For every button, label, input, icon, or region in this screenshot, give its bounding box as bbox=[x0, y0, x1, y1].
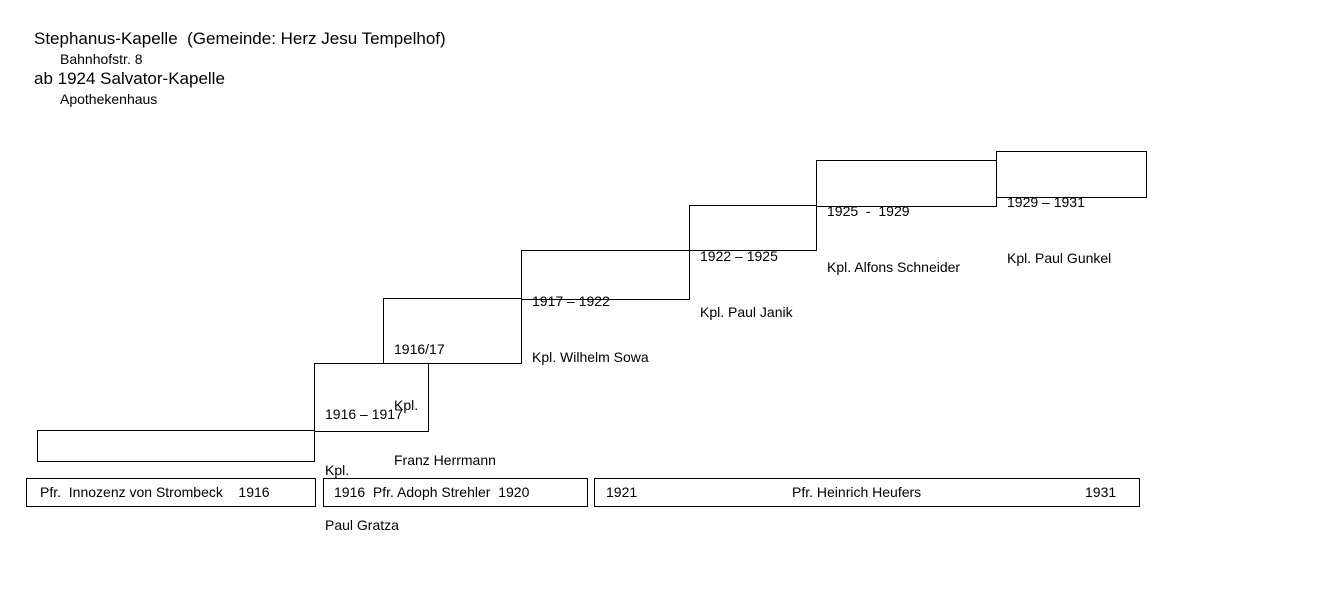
chaplain-name: Paul Gratza bbox=[325, 517, 399, 533]
chapel-rename-heading: ab 1924 Salvator-Kapelle bbox=[34, 69, 225, 88]
chaplain-dates: 1917 – 1922 bbox=[532, 293, 610, 309]
pastor-box-strombeck: Pfr. Innozenz von Strombeck 1916 bbox=[26, 478, 316, 507]
pastor-line: 1916 Pfr. Adoph Strehler 1920 bbox=[334, 484, 530, 500]
chaplain-dates: 1916/17 bbox=[394, 341, 445, 357]
pastor-start-year: 1921 bbox=[606, 484, 638, 500]
chaplain-name: Kpl. Paul Gunkel bbox=[1007, 249, 1112, 266]
pastor-end-year: 1931 bbox=[1085, 484, 1117, 500]
pastor-line: Pfr. Innozenz von Strombeck 1916 bbox=[40, 484, 270, 500]
chaplain-name: Kpl. Wilhelm Sowa bbox=[532, 348, 649, 365]
chaplain-box-janik: 1922 – 1925 Kpl. Paul Janik bbox=[689, 205, 817, 320]
chaplain-name: Franz Herrmann bbox=[394, 452, 496, 468]
chaplain-box-schneider: 1925 - 1929 Kpl. Alfons Schneider bbox=[816, 160, 997, 275]
chapel-name-heading: Stephanus-Kapelle (Gemeinde: Herz Jesu T… bbox=[34, 29, 446, 48]
chaplain-dates: 1929 – 1931 bbox=[1007, 194, 1085, 210]
chaplain-box-herrmann: 1916/17 Kpl. Franz Herrmann bbox=[383, 298, 522, 468]
chaplain-title: Kpl. bbox=[325, 461, 350, 478]
chaplain-title: Kpl. bbox=[394, 396, 419, 413]
chapel-address: Bahnhofstr. 8 bbox=[60, 51, 143, 67]
chaplain-dates: 1925 - 1929 bbox=[827, 203, 910, 219]
chaplain-name: Kpl. Paul Janik bbox=[700, 303, 793, 320]
chaplain-name: Kpl. Alfons Schneider bbox=[827, 258, 961, 275]
chapel-location: Apothekenhaus bbox=[60, 91, 158, 107]
pastor-box-heufers: 1921 Pfr. Heinrich Heufers 1931 bbox=[594, 478, 1140, 507]
pastor-name: Pfr. Heinrich Heufers bbox=[792, 484, 922, 500]
chaplain-box-gunkel: 1929 – 1931 Kpl. Paul Gunkel bbox=[996, 151, 1147, 266]
chaplain-box-sowa: 1917 – 1922 Kpl. Wilhelm Sowa bbox=[521, 250, 690, 365]
chaplain-dates: 1916 – 1917 bbox=[325, 406, 403, 422]
pastor-box-strehler: 1916 Pfr. Adoph Strehler 1920 bbox=[323, 478, 588, 507]
chaplain-box-hirschberg: 1912 Kpl. Joseph Hirschberg 1916 bbox=[37, 430, 315, 491]
chaplain-box-gratza: 1916 – 1917 Kpl. Paul Gratza bbox=[314, 363, 429, 533]
chaplain-dates: 1922 – 1925 bbox=[700, 248, 778, 264]
